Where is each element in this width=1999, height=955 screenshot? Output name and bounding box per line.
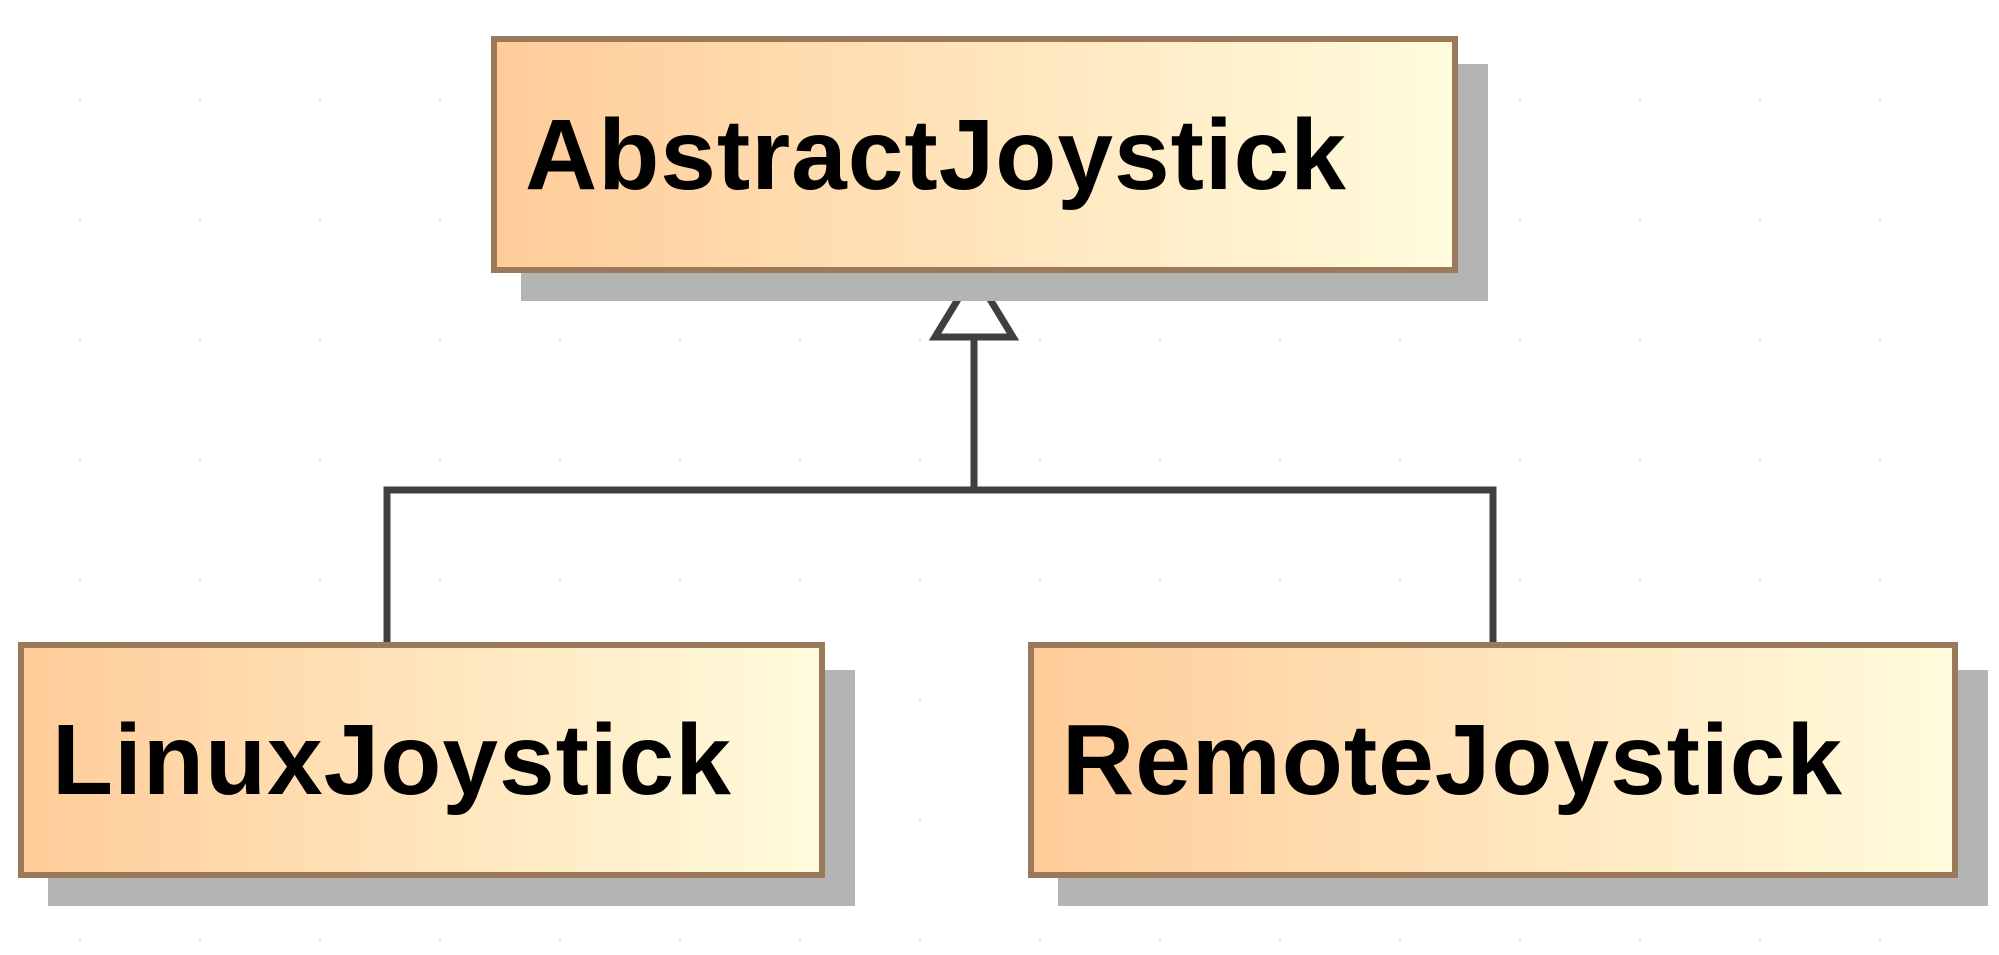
class-remote-joystick[interactable]: RemoteJoystick (1028, 642, 1958, 878)
class-name: LinuxJoystick (52, 704, 732, 816)
class-name: RemoteJoystick (1062, 704, 1843, 816)
class-abstract-joystick[interactable]: AbstractJoystick (491, 36, 1458, 273)
class-linux-joystick[interactable]: LinuxJoystick (18, 642, 825, 878)
inheritance-arrowhead (928, 266, 1020, 341)
connector-linux (383, 486, 974, 642)
class-name: AbstractJoystick (525, 98, 1347, 211)
connector-remote (974, 486, 1497, 642)
